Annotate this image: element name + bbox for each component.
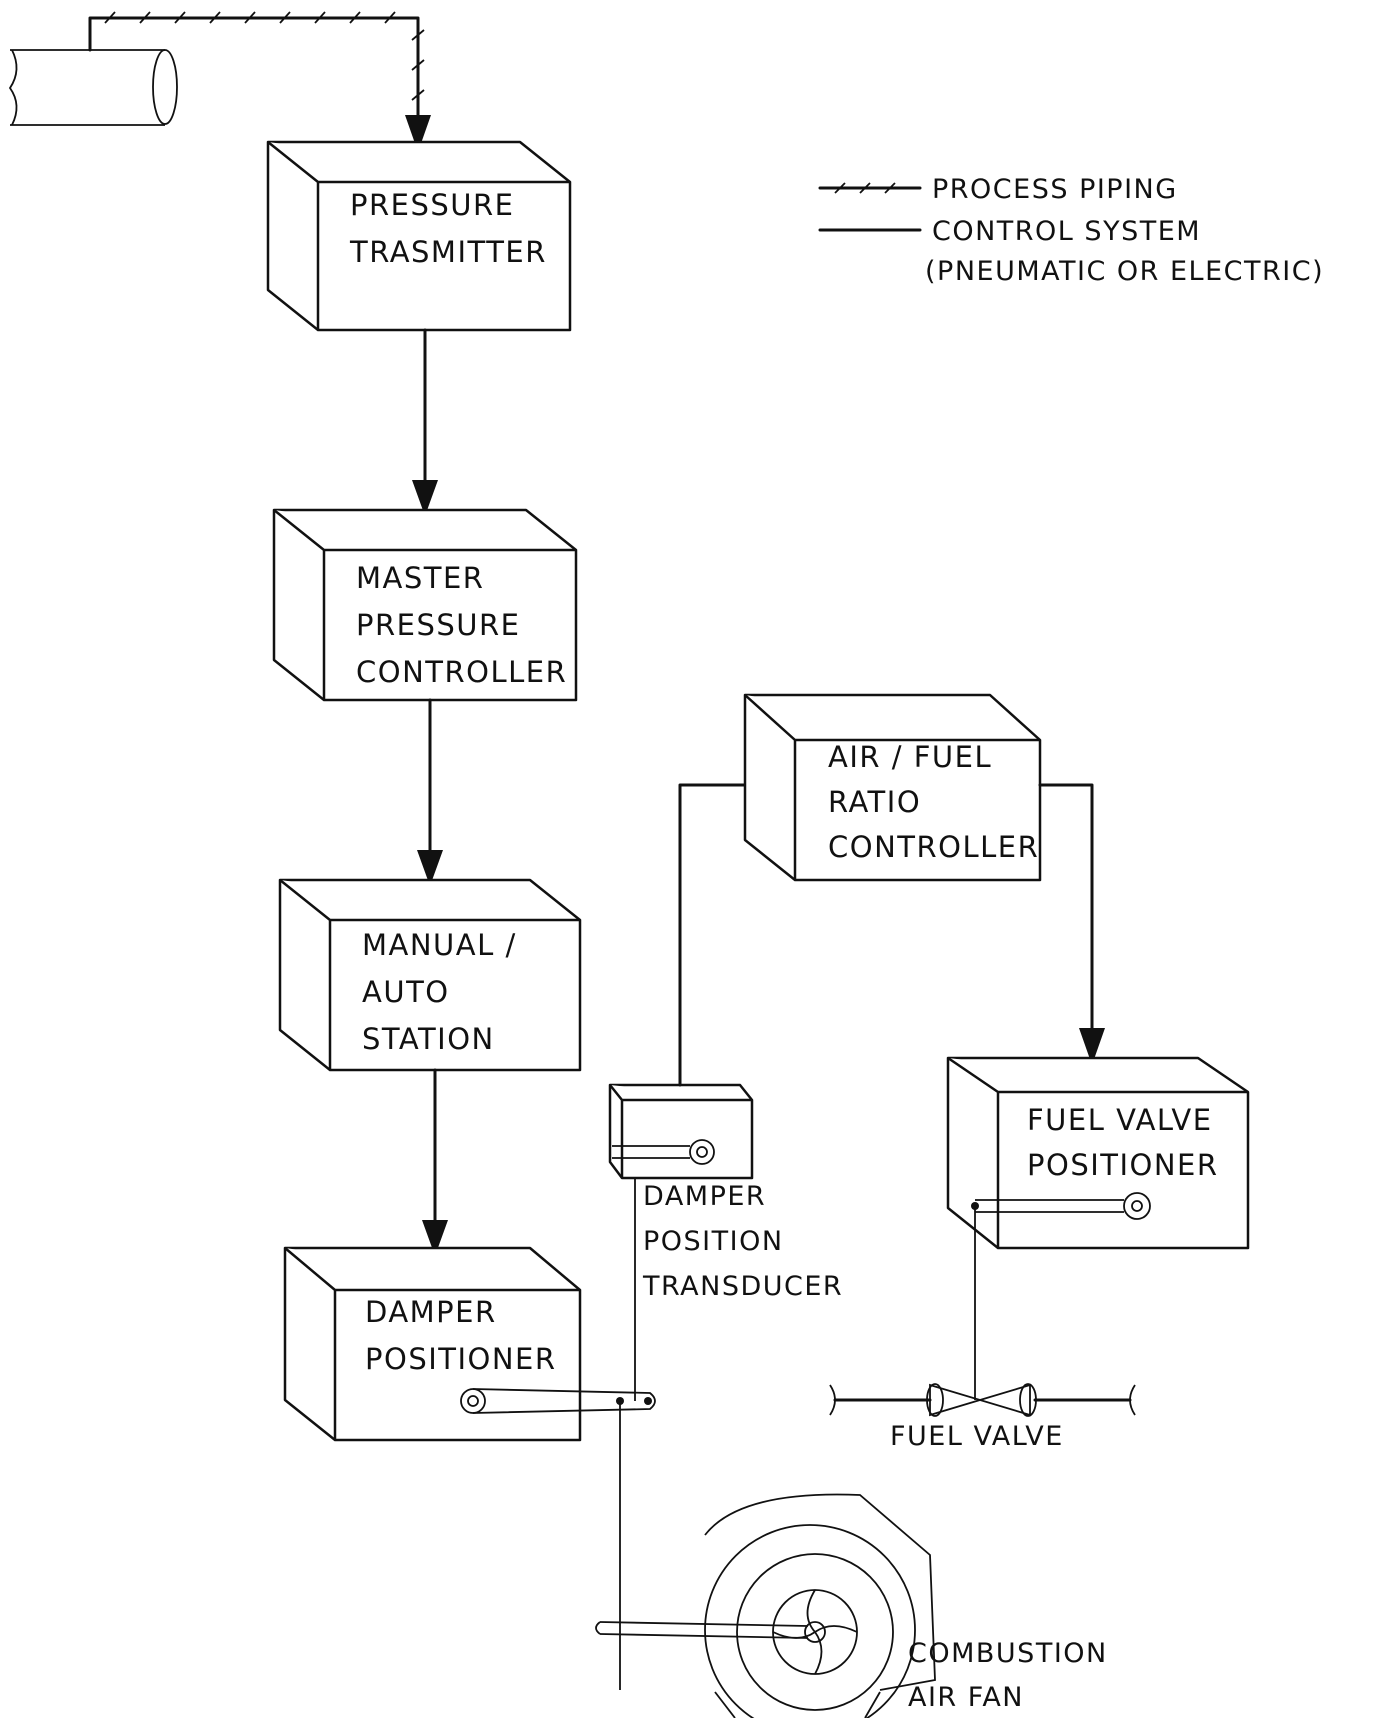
master-controller-label-2: PRESSURE (356, 608, 520, 642)
air-fuel-label-2: RATIO (828, 785, 921, 819)
damper-positioner-block: DAMPER POSITIONER (283, 1246, 582, 1442)
master-controller-label-1: MASTER (356, 561, 484, 595)
master-controller-label-3: CONTROLLER (356, 655, 567, 689)
fuel-positioner-label-2: POSITIONER (1027, 1148, 1219, 1182)
manual-auto-label-1: MANUAL / (362, 928, 517, 962)
damper-positioner-label-1: DAMPER (365, 1295, 497, 1329)
fuel-valve: FUEL VALVE (829, 1383, 1136, 1452)
fuel-valve-positioner-block: FUEL VALVE POSITIONER (946, 1056, 1250, 1400)
legend-control-text-1: CONTROL SYSTEM (932, 216, 1201, 247)
process-piping-line (88, 11, 431, 152)
pressure-transmitter-label-2: TRASMITTER (349, 235, 547, 269)
pressure-transmitter-block: PRESSURE TRASMITTER (266, 140, 572, 332)
manual-auto-station-block: MANUAL / AUTO STATION (278, 878, 582, 1072)
fuel-valve-label: FUEL VALVE (890, 1421, 1064, 1452)
damper-positioner-label-2: POSITIONER (365, 1342, 557, 1376)
transducer-label-1: DAMPER (643, 1181, 766, 1212)
process-pipe (8, 49, 178, 126)
fuel-positioner-label-1: FUEL VALVE (1027, 1103, 1213, 1137)
transducer-label-2: POSITION (643, 1226, 784, 1257)
arrow-3 (422, 1220, 448, 1256)
fan-label-1: COMBUSTION (908, 1638, 1108, 1669)
air-fuel-ratio-controller-block: AIR / FUEL RATIO CONTROLLER (743, 693, 1042, 882)
master-pressure-controller-block: MASTER PRESSURE CONTROLLER (272, 508, 578, 702)
manual-auto-label-2: AUTO (362, 975, 450, 1009)
arrow-fuel (1079, 1028, 1105, 1065)
legend: PROCESS PIPING CONTROL SYSTEM (PNEUMATIC… (818, 174, 1324, 287)
combustion-air-fan: COMBUSTION AIR FAN (595, 1493, 1108, 1718)
arrow-1 (412, 480, 438, 516)
pressure-transmitter-label-1: PRESSURE (350, 188, 514, 222)
fan-label-2: AIR FAN (908, 1682, 1024, 1713)
air-fuel-label-1: AIR / FUEL (828, 740, 992, 774)
air-fuel-label-3: CONTROLLER (828, 830, 1039, 864)
arrow-2 (417, 850, 443, 886)
damper-position-transducer: DAMPER POSITION TRANSDUCER (608, 1083, 843, 1302)
signal-line-fuel (1038, 783, 1094, 1042)
transducer-label-3: TRANSDUCER (642, 1271, 843, 1302)
legend-process-piping-text: PROCESS PIPING (932, 174, 1178, 205)
legend-control-text-2: (PNEUMATIC OR ELECTRIC) (925, 256, 1324, 287)
signal-line-transducer (678, 783, 767, 1087)
manual-auto-label-3: STATION (362, 1022, 495, 1056)
